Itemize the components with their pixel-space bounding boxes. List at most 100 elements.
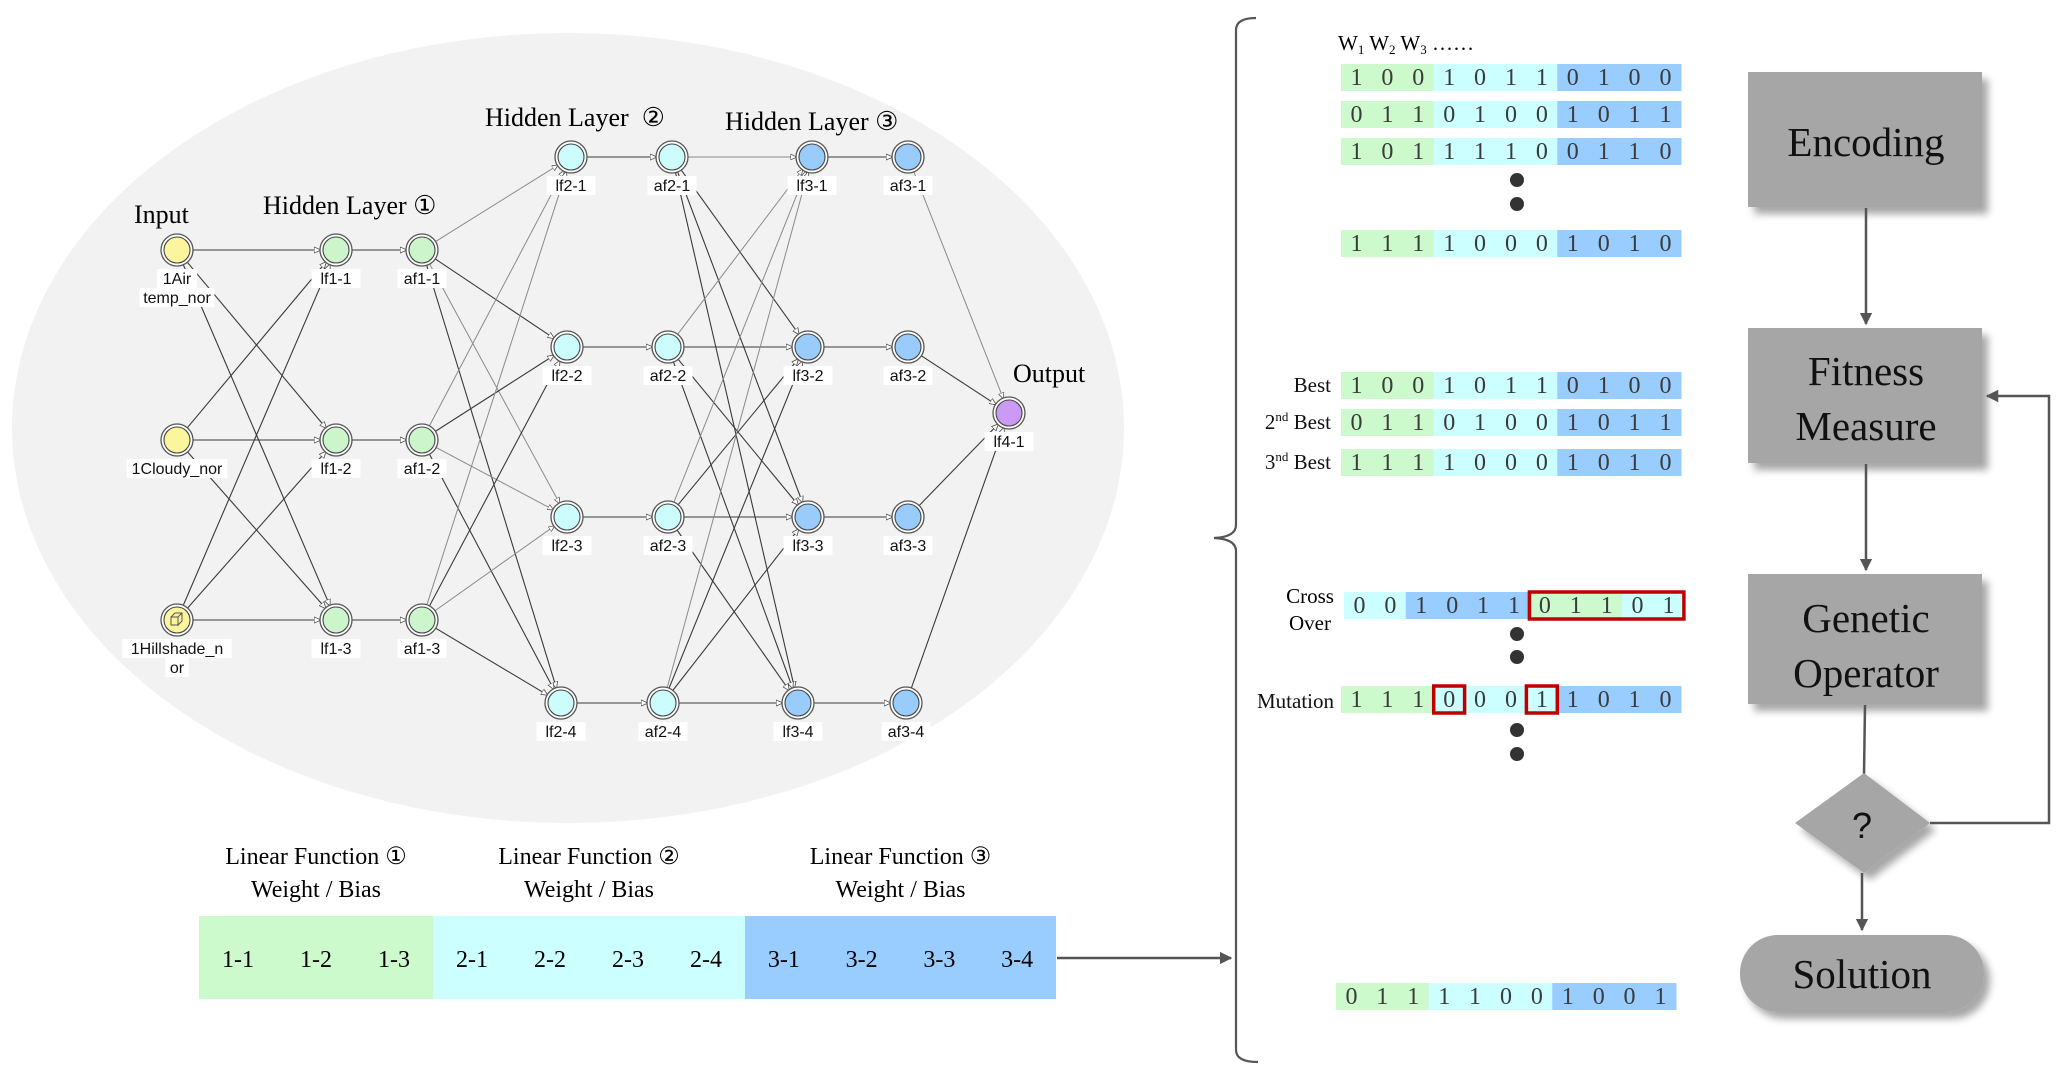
node-af1-2: af1-2 [397,423,447,478]
edge-af1-2-to-lf2-3 [434,446,553,511]
weight-cell-1-2: 1-2 [300,947,332,973]
gene-cell [1650,449,1682,476]
gene-cell [1645,983,1677,1010]
node-label-bg [783,366,833,385]
gene-bit: 0 [1593,984,1605,1010]
gene-bit: 1 [1629,231,1641,257]
gene-cell [1557,230,1589,257]
gene-cell [1495,138,1527,165]
node-label: af3-3 [890,538,927,555]
gene-cell [1464,409,1497,436]
node-af3-4: af3-4 [881,686,931,741]
gene-bit: 1 [1381,410,1393,436]
gene-bit: 1 [1629,102,1641,128]
node-lf3-3: lf3-3 [783,500,833,555]
edge-af1-1-to-lf2-1 [433,165,558,244]
node-lf3-4: lf3-4 [773,686,823,741]
weight-cell-2-1: 2-1 [456,947,488,973]
gene-cell [1371,686,1404,713]
node-label: af2-4 [645,724,682,741]
gene-cell [1526,64,1558,91]
loop-back-arrow [1930,389,2051,825]
node-label: af2-1 [654,178,691,195]
edge-af1-3-to-lf2-4 [433,626,548,695]
gene-cell [1371,138,1404,165]
gene-bit: 1 [1536,65,1548,91]
gene-bit: 1 [1381,102,1393,128]
node-circle [322,426,350,454]
gene-bit: 0 [1351,410,1363,436]
gene-cell [1464,138,1497,165]
node-label: 1Cloudy_nor [132,461,223,478]
node-circle [553,333,581,361]
gene-cell [1526,230,1558,257]
gene-cell [1495,230,1527,257]
segment-background [433,916,745,999]
gene-cell [1341,230,1373,257]
genetic-operator-box [1748,574,1982,704]
hidden-layer-3-title: Hidden Layer ③ [725,107,898,136]
node-label-bg [311,269,361,288]
gene-bit: 1 [1351,687,1363,713]
gene-bit: 1 [1474,139,1486,165]
gene-bit: 1 [1443,139,1455,165]
gene-bit: 0 [1505,231,1517,257]
gene-bit: 1 [1443,373,1455,399]
crossover-highlight-box [1527,590,1686,621]
gene-bit: 1 [1469,984,1481,1010]
node-circle [658,143,686,171]
node-label: lf2-2 [551,368,582,385]
crossover-label-line1: Cross [1286,584,1334,608]
node-af3-2: af3-2 [883,330,933,385]
node-af2-1: af2-1 [647,140,697,195]
gene-bit: 1 [1567,102,1579,128]
gene-cell [1402,372,1435,399]
node-label-bg [883,536,933,555]
gene-bit: 0 [1381,65,1393,91]
gene-cell [1402,409,1435,436]
gene-bit: 0 [1536,102,1548,128]
node-circle [322,606,350,634]
gene-cell [1557,409,1589,436]
node-label: af2-2 [650,368,687,385]
edge-af1-1-to-lf2-2 [433,257,555,339]
ellipsis-dot [1510,197,1524,211]
gene-bit: 0 [1567,139,1579,165]
gene-cell [1371,230,1404,257]
node-label-bg [536,722,586,741]
output-title: Output [1013,359,1086,388]
node-label-bg [165,658,189,677]
node-circle [408,426,436,454]
gene-cell [1526,372,1558,399]
node-label: lf1-1 [320,271,351,288]
node-lf2-4: lf2-4 [536,686,586,741]
gene-cell [1402,64,1435,91]
gene-bit: 1 [1412,450,1424,476]
edge-af2-3-to-lf3-1 [672,171,806,505]
decision-diamond [1795,773,1930,873]
gene-cell [1521,983,1553,1010]
node-label-bg [984,432,1034,451]
edge-af2-3-to-lf3-2 [676,359,799,507]
gene-bit: 1 [1629,139,1641,165]
ellipsis-dot [1510,627,1524,641]
network-nodes: 1Airtemp_nor1Cloudy_nor1Hillshade_norlf1… [122,140,1034,741]
edge-af1-1-to-lf2-4 [425,263,556,688]
node-circle [894,333,922,361]
linear-function-title: Linear Function ② [498,844,679,870]
gene-bit: 1 [1474,102,1486,128]
gene-cell [1583,983,1615,1010]
encoding-box [1748,72,1982,207]
weight-cell-2-4: 2-4 [690,947,722,973]
gene-bit: 1 [1381,231,1393,257]
edge-af2-1-to-lf3-4 [674,170,795,689]
genetic-label-line2: Operator [1793,650,1939,696]
edge-af2-4-to-lf3-1 [666,172,808,690]
node-af3-1: af3-1 [883,140,933,195]
node-label-bg [638,722,688,741]
node-circle [784,689,812,717]
node-label-bg [546,176,596,195]
gene-cell [1341,64,1373,91]
